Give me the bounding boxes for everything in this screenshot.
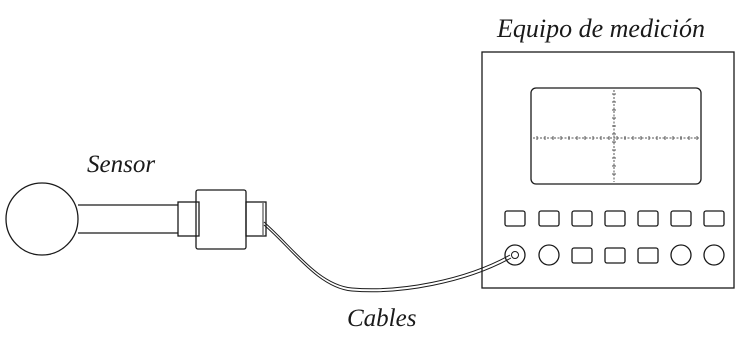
panel-button-2 [538, 210, 560, 227]
cable-line-b [263, 224, 512, 293]
panel-button-4 [604, 210, 626, 227]
panel-button-6 [670, 210, 692, 227]
panel-knob-2 [538, 244, 560, 266]
cable [263, 221, 512, 293]
sensor-probe [5, 182, 267, 256]
equipment-case [481, 51, 735, 289]
oscilloscope-screen [530, 87, 702, 185]
cables-label: Cables [347, 305, 417, 332]
sensor-connector-body [195, 189, 247, 250]
panel-button-9 [604, 247, 626, 264]
sensor-connector-tip [245, 201, 267, 237]
input-connector-knob [504, 244, 526, 266]
sensor-shaft [78, 204, 178, 234]
sensor-head [5, 182, 79, 256]
screen-tick-marks [536, 93, 698, 175]
panel-knob-3 [670, 244, 692, 266]
measurement-equipment [481, 51, 735, 289]
sensor-label: Sensor [87, 151, 156, 178]
panel-knob-4 [703, 244, 725, 266]
panel-button-7 [703, 210, 725, 227]
cable-line-a [263, 221, 511, 290]
panel-button-3 [571, 210, 593, 227]
panel-button-1 [504, 210, 526, 227]
equipment-label: Equipo de medición [497, 14, 705, 43]
panel-button-5 [637, 210, 659, 227]
panel-button-10 [637, 247, 659, 264]
sensor-collar [177, 201, 200, 237]
input-connector-inner [511, 251, 519, 259]
panel-button-8 [571, 247, 593, 264]
